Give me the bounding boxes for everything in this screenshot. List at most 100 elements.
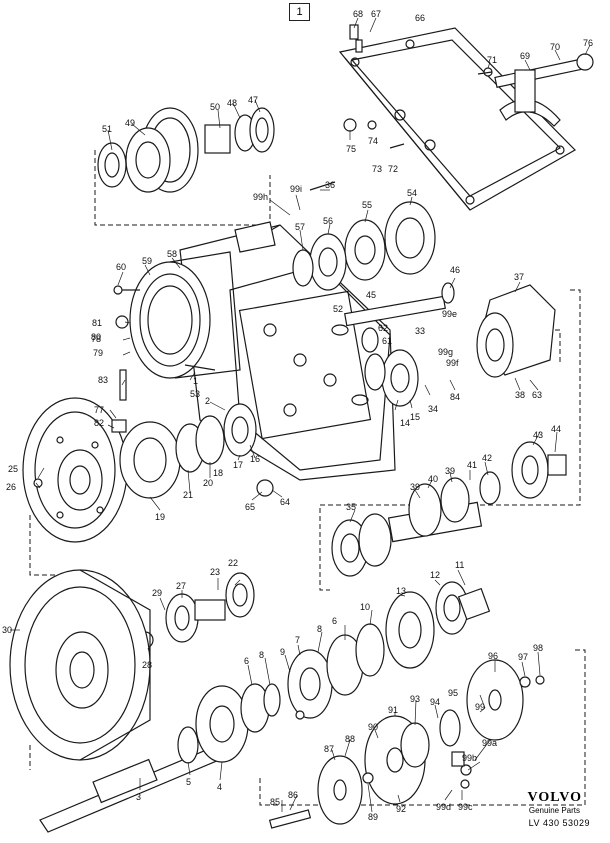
bearing-56 <box>309 233 347 291</box>
callout-56: 56 <box>323 216 333 226</box>
callout-45: 45 <box>366 290 376 300</box>
callout-29: 29 <box>152 588 162 598</box>
callout-36: 36 <box>325 180 335 190</box>
callout-78: 78 <box>91 334 101 344</box>
callout-41: 41 <box>467 460 477 470</box>
callout-76: 76 <box>583 38 593 48</box>
callout-8b: 8 <box>317 624 322 634</box>
bell-housing-58 <box>129 251 241 379</box>
callout-99: 99 <box>475 702 485 712</box>
callout-12: 12 <box>430 570 440 580</box>
page-number-box: 1 <box>289 3 310 21</box>
callout-79: 79 <box>93 348 103 358</box>
callout-85: 85 <box>270 797 280 807</box>
callout-6b: 6 <box>332 616 337 626</box>
gear-49 <box>125 107 199 193</box>
callout-99a: 99a <box>482 738 497 748</box>
callout-42: 42 <box>482 453 492 463</box>
callout-22: 22 <box>228 558 238 568</box>
callout-37: 37 <box>514 272 524 282</box>
callout-88: 88 <box>345 734 355 744</box>
callout-20: 20 <box>203 478 213 488</box>
bearing-51 <box>97 142 127 188</box>
callout-54: 54 <box>407 188 417 198</box>
callout-70: 70 <box>550 42 560 52</box>
callout-30: 30 <box>2 625 12 635</box>
shaft-45 <box>344 295 446 327</box>
cover-37 <box>476 284 556 378</box>
callout-labels: 1 2 3 4 5 6 6 7 8 8 9 10 11 12 13 14 15 … <box>2 9 593 822</box>
callout-84: 84 <box>450 392 460 402</box>
gear-13 <box>385 591 435 669</box>
callout-95: 95 <box>448 688 458 698</box>
ring-10 <box>355 623 385 677</box>
callout-80: 80 <box>91 332 101 342</box>
callout-77: 77 <box>94 405 104 415</box>
callout-98: 98 <box>533 643 543 653</box>
cover-plate-66 <box>338 27 576 211</box>
callout-74: 74 <box>368 136 378 146</box>
brand-subtitle: Genuine Parts <box>528 806 580 815</box>
callout-90: 90 <box>368 722 378 732</box>
drawing-reference: LV 430 53029 <box>528 818 590 828</box>
callout-99i: 99i <box>290 184 302 194</box>
callout-14: 14 <box>400 418 410 428</box>
callout-43: 43 <box>533 430 543 440</box>
callout-8a: 8 <box>259 650 264 660</box>
callout-5: 5 <box>186 777 191 787</box>
callout-94: 94 <box>430 697 440 707</box>
callout-3: 3 <box>136 792 141 802</box>
callout-91: 91 <box>388 705 398 715</box>
callout-35: 35 <box>346 502 356 512</box>
callout-69: 69 <box>520 51 530 61</box>
callout-81: 81 <box>92 318 102 328</box>
callout-73: 73 <box>372 164 382 174</box>
brand-name: VOLVO <box>527 790 582 805</box>
callout-34: 34 <box>428 404 438 414</box>
gear-8 <box>287 649 333 719</box>
callout-51: 51 <box>102 124 112 134</box>
gear-17 <box>223 403 257 457</box>
callout-10: 10 <box>360 602 370 612</box>
callout-60: 60 <box>116 262 126 272</box>
callout-57: 57 <box>295 222 305 232</box>
callout-49: 49 <box>125 118 135 128</box>
callout-39b: 39 <box>445 466 455 476</box>
callout-71: 71 <box>487 55 497 65</box>
callout-15: 15 <box>410 412 420 422</box>
flange-27 <box>165 593 199 643</box>
callout-11: 11 <box>455 560 464 570</box>
callout-87: 87 <box>324 744 334 754</box>
callout-50: 50 <box>210 102 220 112</box>
callout-99g: 99g <box>438 347 453 357</box>
callout-83: 83 <box>98 375 108 385</box>
callout-61: 61 <box>382 336 392 346</box>
release-bearing-19 <box>119 421 181 499</box>
callout-28: 28 <box>142 660 152 670</box>
gear-55 <box>344 219 386 281</box>
callout-93: 93 <box>410 694 420 704</box>
callout-48: 48 <box>227 98 237 108</box>
callout-62: 62 <box>378 323 388 333</box>
callout-89: 89 <box>368 812 378 822</box>
callout-55: 55 <box>362 200 372 210</box>
callout-96: 96 <box>488 651 498 661</box>
pulley-87 <box>317 755 363 825</box>
callout-40: 40 <box>428 474 438 484</box>
callout-99e: 99e <box>442 309 457 319</box>
gear-4 <box>195 685 249 763</box>
callout-39a: 39 <box>410 482 420 492</box>
callout-72: 72 <box>388 164 398 174</box>
callout-75: 75 <box>346 144 356 154</box>
callout-17: 17 <box>233 460 243 470</box>
callout-99f: 99f <box>446 358 459 368</box>
callout-26: 26 <box>6 482 16 492</box>
bearing-47 <box>249 107 275 153</box>
callout-27: 27 <box>176 581 186 591</box>
bearing-54 <box>384 201 436 275</box>
callout-13: 13 <box>396 586 406 596</box>
callout-64: 64 <box>280 497 290 507</box>
callout-99d: 99d <box>436 802 451 812</box>
callout-99b: 99b <box>462 753 477 763</box>
